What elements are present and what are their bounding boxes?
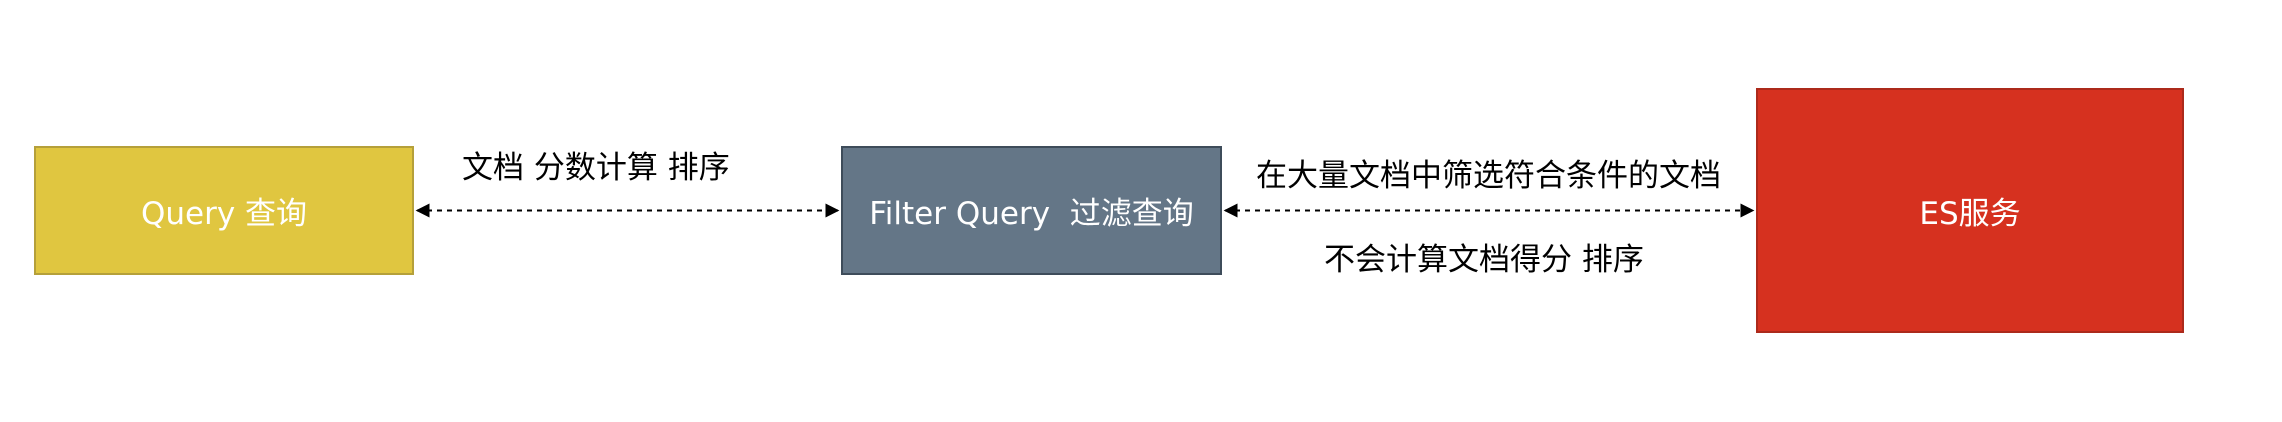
query-filter-edge-label: 文档 分数计算 排序 bbox=[462, 150, 730, 186]
query-node: Query 查询 bbox=[34, 146, 414, 275]
es-service-node-label: ES服务 bbox=[1919, 196, 2021, 232]
filter-es-edge-label-top: 在大量文档中筛选符合条件的文档 bbox=[1256, 158, 1721, 194]
filter-query-node-label: Filter Query 过滤查询 bbox=[869, 196, 1194, 232]
es-service-node: ES服务 bbox=[1756, 88, 2184, 333]
query-node-label: Query 查询 bbox=[140, 196, 308, 232]
filter-query-node: Filter Query 过滤查询 bbox=[841, 146, 1222, 275]
filter-es-edge-label-bottom: 不会计算文档得分 排序 bbox=[1324, 242, 1644, 278]
